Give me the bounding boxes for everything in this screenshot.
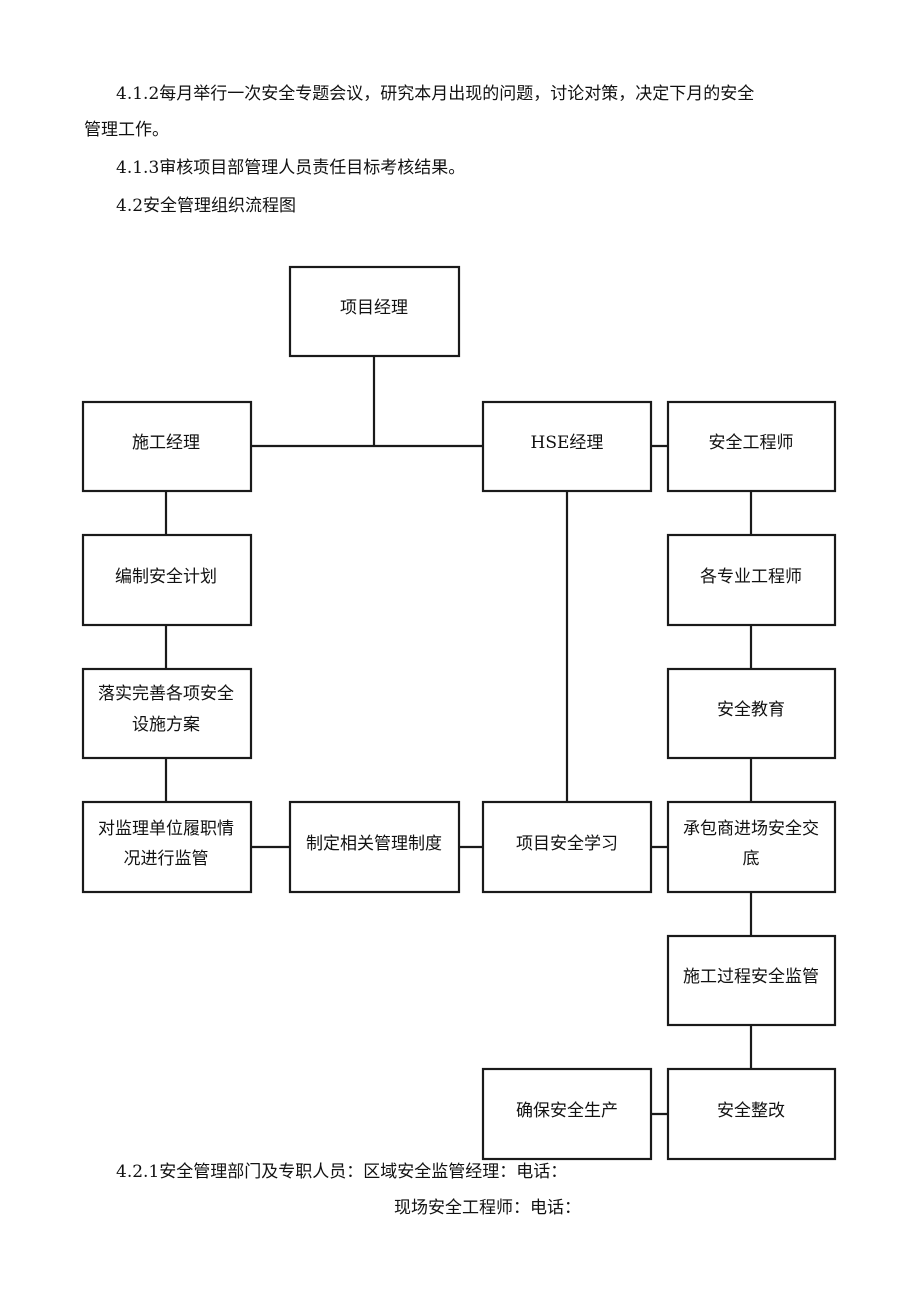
paragraph-4-1-3: 4.1.3审核项目部管理人员责任目标考核结果。 (116, 158, 466, 178)
node-label-line1: 对监理单位履职情 (98, 819, 234, 839)
node-formulate-rules: 制定相关管理制度 (288, 800, 461, 894)
node-compile-plan: 编制安全计划 (81, 533, 253, 627)
node-rectification: 安全整改 (666, 1067, 837, 1161)
node-label: 安全教育 (717, 700, 785, 720)
node-ensure-production: 确保安全生产 (481, 1067, 653, 1161)
node-label: 施工过程安全监管 (683, 967, 819, 987)
paragraph-4-1-2-line1: 4.1.2每月举行一次安全专题会议，研究本月出现的问题，讨论对策，决定下月的安全 (116, 84, 755, 104)
node-construction-manager: 施工经理 (81, 400, 253, 493)
node-process-supervision: 施工过程安全监管 (666, 934, 837, 1027)
node-label: 制定相关管理制度 (306, 834, 442, 854)
node-label: 各专业工程师 (700, 567, 802, 587)
node-label-line2: 设施方案 (132, 715, 200, 735)
node-specialty-engineers: 各专业工程师 (666, 533, 837, 627)
node-label: HSE经理 (531, 433, 604, 453)
node-label-line2: 况进行监管 (124, 849, 209, 869)
node-safety-education: 安全教育 (666, 667, 837, 760)
node-supervise: 对监理单位履职情 况进行监管 (81, 800, 253, 894)
node-contractor-briefing: 承包商进场安全交 底 (666, 800, 837, 894)
node-hse-manager: HSE经理 (481, 400, 653, 493)
paragraph-site-safety-engineer: 现场安全工程师：电话： (394, 1198, 581, 1218)
paragraph-4-2-1: 4.2.1安全管理部门及专职人员：区域安全监管经理：电话： (116, 1162, 568, 1182)
node-project-manager: 项目经理 (288, 265, 461, 358)
node-label: 编制安全计划 (115, 567, 217, 587)
node-label: 确保安全生产 (516, 1101, 618, 1121)
paragraph-4-1-2-line2: 管理工作。 (84, 120, 169, 140)
node-label: 施工经理 (132, 433, 200, 453)
node-label: 安全整改 (717, 1101, 785, 1121)
node-label-line1: 承包商进场安全交 (683, 819, 819, 839)
node-project-learning: 项目安全学习 (481, 800, 653, 894)
node-label: 项目经理 (340, 298, 408, 318)
connectors (164, 355, 753, 1116)
node-label-line2: 底 (743, 849, 760, 869)
node-label: 项目安全学习 (516, 834, 618, 854)
node-implement-measures: 落实完善各项安全 设施方案 (81, 667, 253, 760)
node-label-line1: 落实完善各项安全 (98, 684, 234, 704)
section-heading-4-2: 4.2安全管理组织流程图 (116, 196, 297, 216)
node-safety-engineer: 安全工程师 (666, 400, 837, 493)
node-label: 安全工程师 (709, 433, 794, 453)
